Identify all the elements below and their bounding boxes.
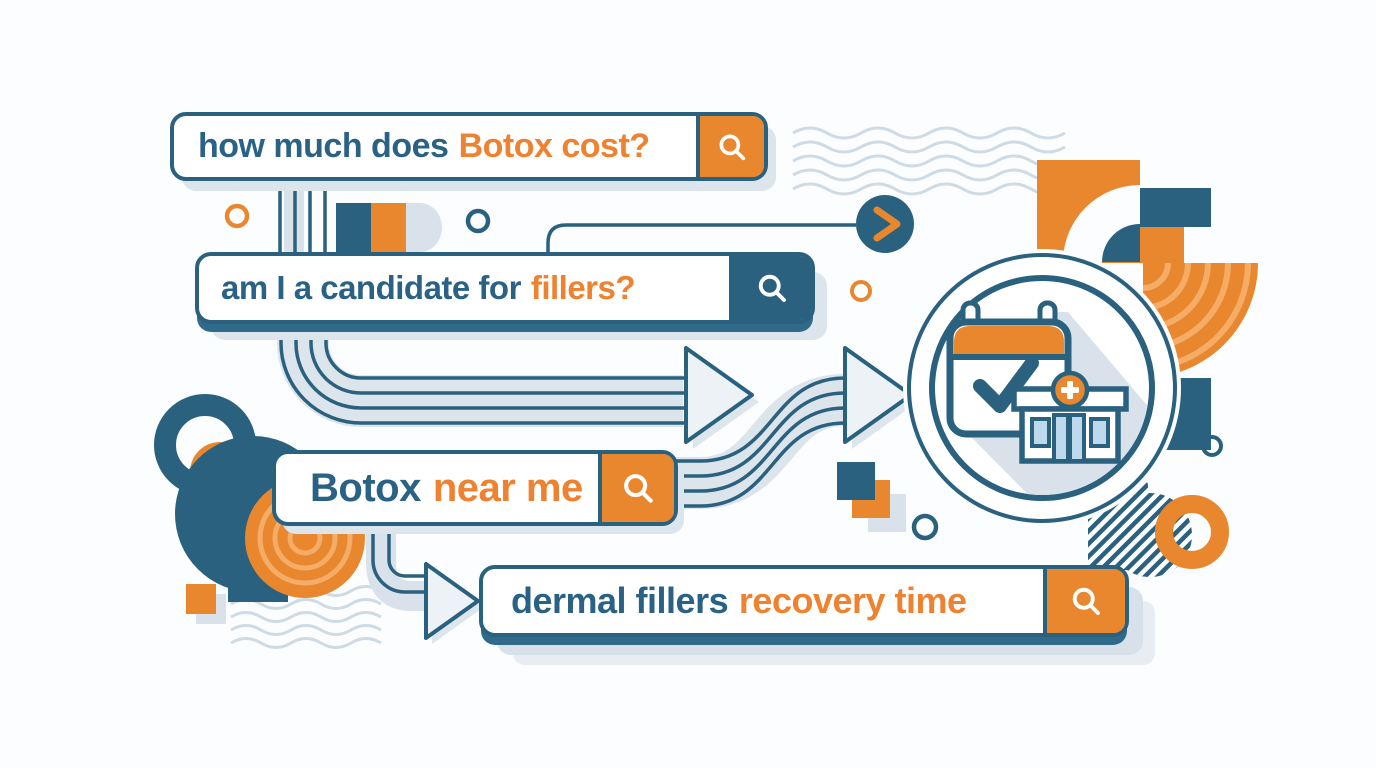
magnifier-icon bbox=[758, 274, 786, 302]
dot-ring bbox=[465, 208, 491, 234]
flow-arrow-3 bbox=[366, 525, 484, 644]
query-text-highlight: recovery time bbox=[738, 580, 967, 621]
search-bar-botox-near-me[interactable]: Botox near me bbox=[272, 450, 678, 526]
search-button[interactable] bbox=[696, 116, 764, 177]
dot-ring bbox=[911, 513, 939, 541]
query-text-highlight: fillers? bbox=[530, 269, 636, 306]
dot-ring bbox=[1201, 435, 1223, 457]
magnifier-icon bbox=[624, 474, 653, 503]
connector-to-chevron bbox=[546, 223, 856, 258]
connector-bar1-bar2 bbox=[278, 175, 327, 253]
search-bar-recovery-time[interactable]: dermal fillers recovery time bbox=[479, 565, 1129, 637]
query-text-highlight: Botox cost? bbox=[458, 127, 650, 165]
booking-badge bbox=[903, 249, 1181, 527]
search-query: Botox near me bbox=[276, 454, 598, 522]
query-text-primary: dermal fillers bbox=[511, 580, 729, 621]
dot-ring bbox=[224, 203, 250, 229]
wave-pattern-top bbox=[792, 126, 1066, 196]
search-bar-candidate-fillers[interactable]: am I a candidate for fillers? bbox=[195, 252, 815, 324]
search-button[interactable] bbox=[598, 454, 674, 522]
search-query: am I a candidate for fillers? bbox=[199, 256, 729, 320]
search-button[interactable] bbox=[729, 256, 811, 320]
query-text-primary: how much does bbox=[198, 127, 449, 165]
chevron-next-button[interactable] bbox=[856, 195, 914, 253]
dot-ring bbox=[850, 280, 872, 302]
flow-arrow-1 bbox=[277, 320, 759, 449]
chevron-right-icon bbox=[873, 206, 901, 242]
flow-arrow-2 bbox=[650, 346, 918, 509]
accent-shapes-row bbox=[224, 203, 872, 302]
search-query: dermal fillers recovery time bbox=[483, 569, 1043, 633]
magnifier-icon bbox=[1072, 587, 1100, 615]
query-text-primary: Botox bbox=[310, 465, 421, 510]
medical-building-icon bbox=[1011, 370, 1129, 464]
query-text-highlight: near me bbox=[432, 465, 583, 510]
magnifier-icon bbox=[719, 134, 746, 160]
search-query: how much does Botox cost? bbox=[174, 116, 696, 177]
search-bar-botox-cost[interactable]: how much does Botox cost? bbox=[170, 112, 768, 181]
accent-squares-mid bbox=[837, 462, 939, 541]
search-button[interactable] bbox=[1043, 569, 1125, 633]
query-text-primary: am I a candidate for bbox=[221, 269, 521, 306]
